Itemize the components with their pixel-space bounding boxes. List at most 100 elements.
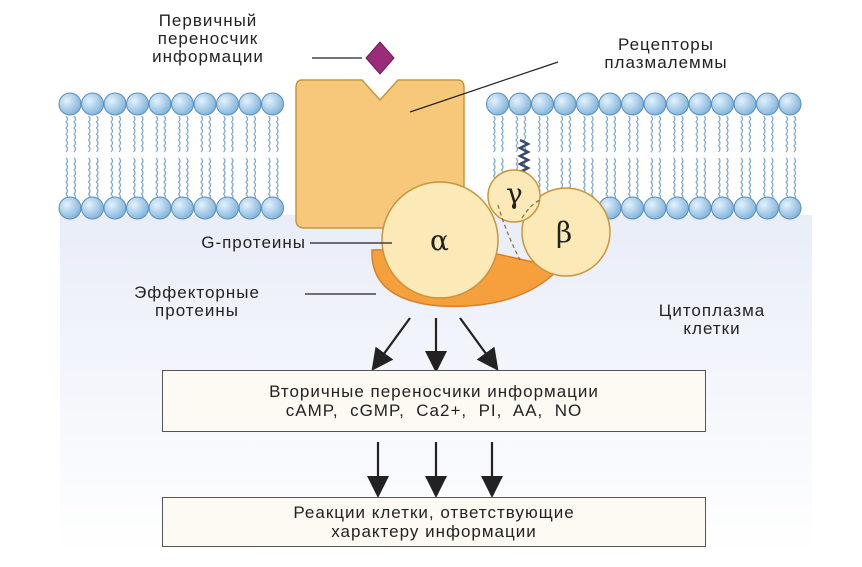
lipid-tail — [118, 115, 122, 153]
lipid-head — [171, 196, 194, 220]
lipid-tail — [793, 157, 797, 201]
lipid-head — [148, 196, 172, 220]
lipid-head — [216, 92, 239, 116]
lipid-tail — [560, 115, 564, 153]
lipid-tail — [110, 115, 114, 153]
lipid-head — [621, 196, 644, 220]
receptors-label: Рецепторы плазмалеммы — [604, 35, 728, 72]
lipid-tail — [740, 115, 744, 153]
lipid-tail — [613, 115, 617, 153]
lipid-tail — [613, 157, 617, 201]
lipid-head — [688, 196, 712, 220]
lipid-head — [103, 92, 127, 116]
lipid-tail — [230, 157, 234, 201]
lipid-head — [756, 92, 779, 116]
lipid-head — [81, 196, 104, 220]
lipid-tail — [590, 157, 594, 201]
second-messengers-box: Вторичные переносчики информации cAMP, c… — [162, 370, 706, 432]
lipid-head — [508, 92, 532, 116]
lipid-tail — [208, 115, 212, 153]
beta-subunit — [521, 187, 611, 277]
lipid-tail — [185, 115, 189, 153]
lipid-tail — [515, 115, 519, 153]
lipid-tail — [680, 115, 684, 153]
lipid-tail — [267, 115, 271, 153]
lipid-tail — [87, 157, 91, 201]
lipid-tail — [245, 157, 249, 201]
lipid-heads-top — [58, 92, 802, 116]
lipid-tails — [65, 115, 797, 201]
lipid-tail — [717, 157, 721, 201]
lipid-tail — [703, 115, 707, 153]
gamma-symbol: γ — [506, 177, 523, 210]
lipid-tail — [118, 157, 122, 201]
second-messengers-title: Вторичные переносчики информации — [269, 382, 599, 401]
lipid-head — [621, 92, 644, 116]
lipid-head — [756, 196, 779, 220]
lipid-tail — [627, 115, 631, 153]
lipid-tail — [537, 115, 541, 153]
lipid-tail — [140, 115, 144, 153]
lipid-tail — [155, 115, 159, 153]
lipid-head — [733, 92, 757, 116]
effector-proteins-label: Эффекторные протеины — [134, 283, 260, 320]
lipid-tail — [177, 157, 181, 201]
gamma-subunit — [487, 169, 541, 223]
lipid-head — [58, 92, 82, 116]
lipid-tail — [73, 157, 77, 201]
lipid-head — [531, 92, 554, 116]
g-proteins-label: G-протеины — [201, 233, 306, 252]
lipid-tail — [177, 115, 181, 153]
lipid-head — [666, 92, 689, 116]
beta-symbol: β — [556, 216, 572, 249]
lipid-tail — [208, 157, 212, 201]
lipid-head — [553, 92, 577, 116]
lipid-tail — [605, 115, 609, 153]
lipid-tail — [650, 157, 654, 201]
subunit-boundary — [521, 199, 541, 219]
lipid-tail — [785, 157, 789, 201]
lipid-tail — [590, 115, 594, 153]
arrow — [459, 317, 499, 371]
lipid-heads-bottom — [58, 196, 802, 220]
lipid-tail — [500, 115, 504, 153]
lipid-tail — [200, 115, 204, 153]
lipid-tail — [73, 115, 77, 153]
lipid-tail — [245, 115, 249, 153]
alpha-symbol: α — [430, 224, 449, 257]
lipid-head — [576, 92, 599, 116]
lipid-tail — [605, 157, 609, 201]
lipid-tail — [658, 157, 662, 201]
lipid-head — [126, 92, 149, 116]
lipid-tail — [717, 115, 721, 153]
lipid-tail — [275, 157, 279, 201]
lipid-head — [171, 92, 194, 116]
lipid-head — [126, 196, 149, 220]
lipid-tail — [658, 115, 662, 153]
lipid-tail — [253, 157, 257, 201]
lipid-head — [103, 196, 127, 220]
lipid-tail — [568, 115, 572, 153]
lipid-head — [643, 92, 667, 116]
lipid-head — [193, 196, 217, 220]
lipid-tail — [635, 157, 639, 201]
lipid-tail — [635, 115, 639, 153]
lipid-tail — [132, 157, 136, 201]
lipid-tail — [695, 157, 699, 201]
lipid-tail — [725, 157, 729, 201]
lipid-head — [778, 196, 802, 220]
alpha-subunit — [381, 181, 499, 299]
lipid-head — [81, 92, 104, 116]
primary-messenger-ligand — [365, 41, 395, 75]
lipid-tail — [267, 157, 271, 201]
cell-response-line2: характеру информации — [331, 522, 537, 541]
lipid-tail — [582, 115, 586, 153]
lipid-tail — [762, 115, 766, 153]
lipid-tail — [140, 157, 144, 201]
lipid-tail — [163, 115, 167, 153]
lipid-head — [598, 92, 622, 116]
lipid-tail — [725, 115, 729, 153]
lipid-tail — [793, 115, 797, 153]
lipid-head — [711, 92, 734, 116]
lipid-tail — [275, 115, 279, 153]
